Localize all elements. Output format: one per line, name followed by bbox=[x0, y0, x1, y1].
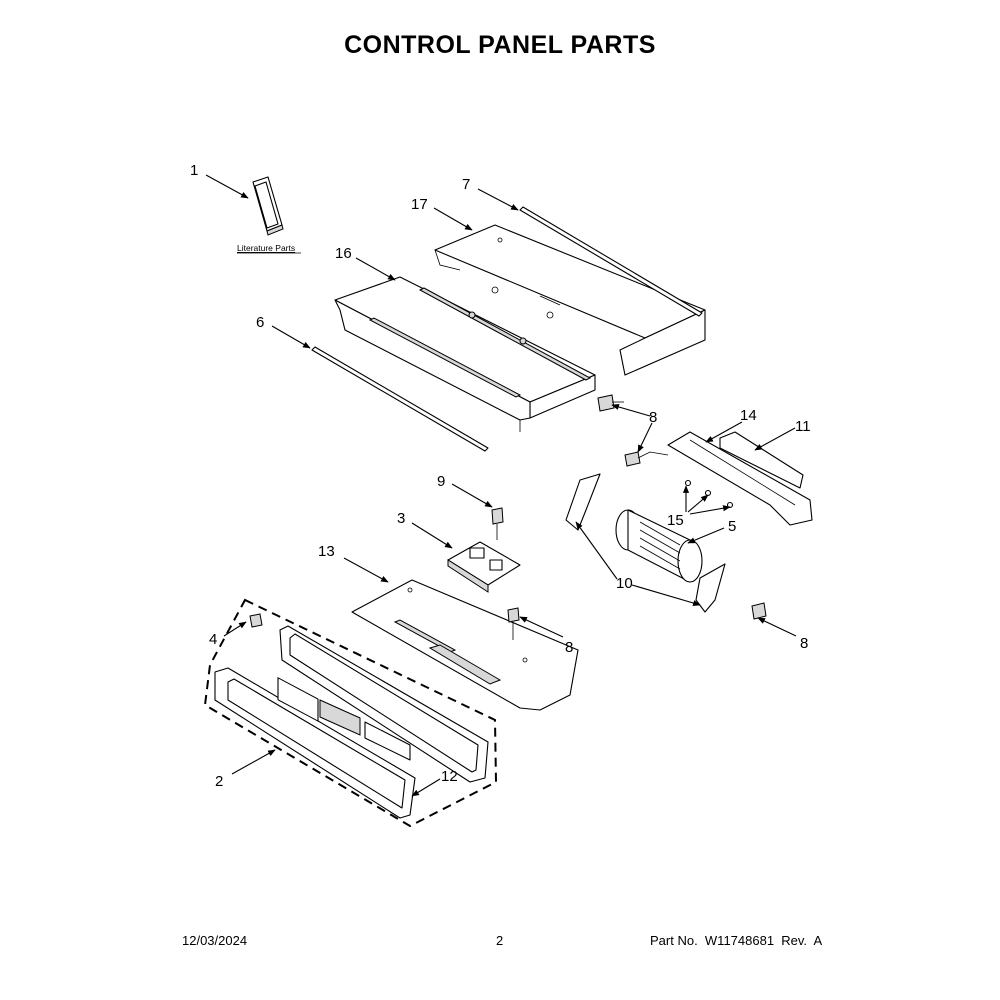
callout-14: 14 bbox=[740, 407, 757, 424]
electronic-control-board[interactable] bbox=[447, 541, 521, 593]
callout-17: 17 bbox=[411, 196, 428, 213]
callout-8-plate: 8 bbox=[565, 639, 573, 656]
control-panel-console[interactable] bbox=[214, 667, 416, 819]
trim-strip-lower[interactable] bbox=[311, 346, 489, 452]
callout-3: 3 bbox=[397, 510, 405, 527]
callout-4: 4 bbox=[209, 631, 217, 648]
callout-13: 13 bbox=[318, 543, 335, 560]
footer-page-number: 2 bbox=[496, 933, 504, 948]
callout-12: 12 bbox=[441, 768, 458, 785]
callout-5: 5 bbox=[728, 518, 736, 535]
callout-6: 6 bbox=[256, 314, 264, 331]
screw-8a[interactable] bbox=[597, 394, 624, 412]
callout-1: 1 bbox=[190, 162, 198, 179]
clips-15[interactable] bbox=[684, 479, 734, 509]
fan-bracket-right[interactable] bbox=[695, 563, 726, 613]
callout-7: 7 bbox=[462, 176, 470, 193]
fan-bracket-left[interactable] bbox=[565, 473, 601, 531]
console-assembly-outline bbox=[203, 598, 498, 828]
screw-4[interactable] bbox=[249, 613, 263, 628]
control-panel-frame[interactable] bbox=[279, 625, 489, 783]
callout-16: 16 bbox=[335, 245, 352, 262]
footer-part-number: Part No. W11748681 Rev. A bbox=[650, 933, 823, 948]
trim-strip-upper[interactable] bbox=[519, 206, 703, 317]
cooling-blower-fan[interactable] bbox=[615, 509, 703, 583]
insulation-strip[interactable] bbox=[719, 431, 804, 489]
control-panel-housing[interactable] bbox=[334, 276, 596, 432]
screw-8c[interactable] bbox=[751, 602, 767, 620]
mounting-bracket[interactable] bbox=[667, 431, 813, 526]
upper-cover-panel[interactable] bbox=[434, 224, 706, 376]
screw-8b[interactable] bbox=[624, 451, 669, 467]
callout-11: 11 bbox=[795, 418, 811, 435]
literature-booklet[interactable] bbox=[252, 176, 284, 236]
screw-9[interactable] bbox=[491, 507, 504, 540]
leader-lines bbox=[205, 174, 797, 797]
control-mounting-plate[interactable] bbox=[351, 579, 579, 711]
callout-10: 10 bbox=[616, 575, 633, 592]
callout-8-housing: 8 bbox=[649, 409, 657, 426]
callout-8-fan: 8 bbox=[800, 635, 808, 652]
callout-9: 9 bbox=[437, 473, 445, 490]
callout-2: 2 bbox=[215, 773, 223, 790]
literature-parts-label: Literature Parts bbox=[237, 243, 295, 253]
footer-date: 12/03/2024 bbox=[182, 933, 248, 948]
page-title: CONTROL PANEL PARTS bbox=[344, 31, 656, 59]
callout-15: 15 bbox=[667, 512, 684, 529]
screw-8d[interactable] bbox=[507, 607, 520, 640]
